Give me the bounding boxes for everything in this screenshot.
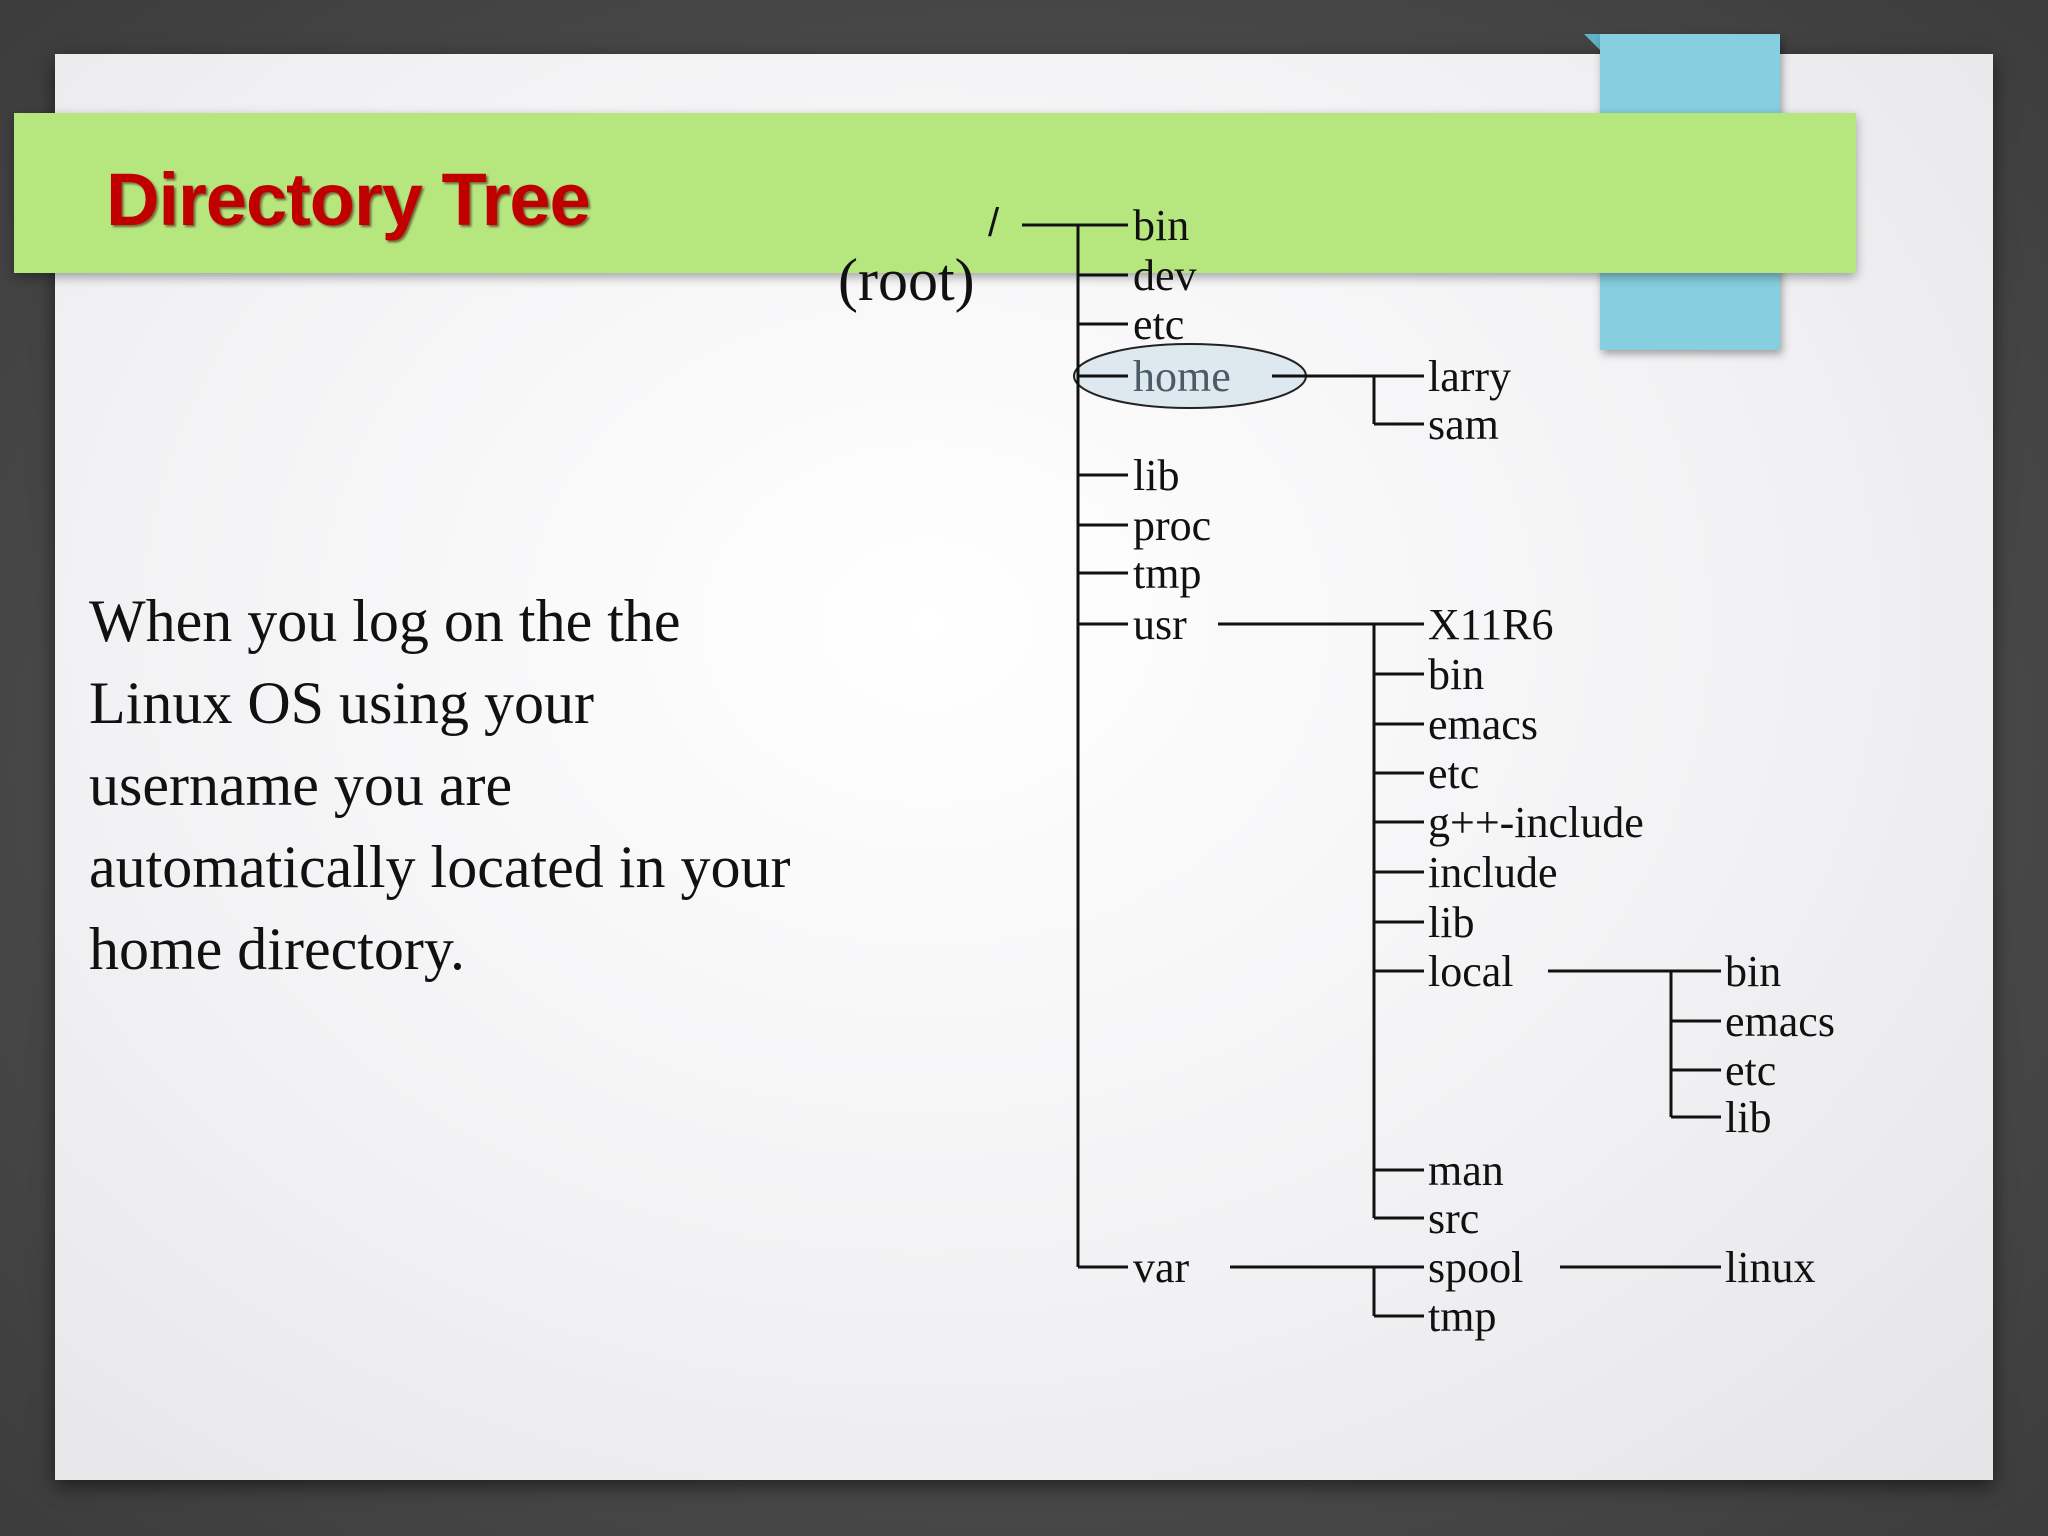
dir-usr-etc: etc [1428,749,1479,798]
dir-linux: linux [1725,1243,1815,1292]
dir-sam: sam [1428,400,1499,449]
dir-larry: larry [1428,352,1511,401]
dir-local: local [1428,947,1514,996]
dir-src: src [1428,1194,1479,1243]
dir-usr-bin: bin [1428,650,1484,699]
dir-local-bin: bin [1725,947,1781,996]
dir-etc: etc [1133,300,1184,349]
dir-local-emacs: emacs [1725,997,1835,1046]
dir-x11r6: X11R6 [1428,600,1554,649]
dir-tmp: tmp [1133,549,1201,598]
dir-include: include [1428,848,1558,897]
dir-usr-emacs: emacs [1428,700,1538,749]
body-text: When you log on the the Linux OS using y… [89,588,791,982]
dir-proc: proc [1133,501,1211,550]
dir-bin: bin [1133,201,1189,250]
dir-man: man [1428,1146,1504,1195]
dir-var: var [1133,1243,1190,1292]
slide-title: Directory Tree [106,158,591,241]
dir-home: home [1133,352,1231,401]
dir-local-lib: lib [1725,1093,1771,1142]
dir-lib: lib [1133,451,1179,500]
dir-usr-lib: lib [1428,898,1474,947]
dir-spool: spool [1428,1243,1523,1292]
root-symbol: / [988,201,1000,245]
dir-usr: usr [1133,600,1187,649]
blue-tab-fold [1584,34,1600,50]
root-label: (root) [838,247,975,313]
title-banner: Directory Tree [14,113,1856,273]
dir-dev: dev [1133,251,1197,300]
dir-local-etc: etc [1725,1046,1776,1095]
dir-gpp-include: g++-include [1428,798,1644,847]
dir-var-tmp: tmp [1428,1292,1496,1341]
